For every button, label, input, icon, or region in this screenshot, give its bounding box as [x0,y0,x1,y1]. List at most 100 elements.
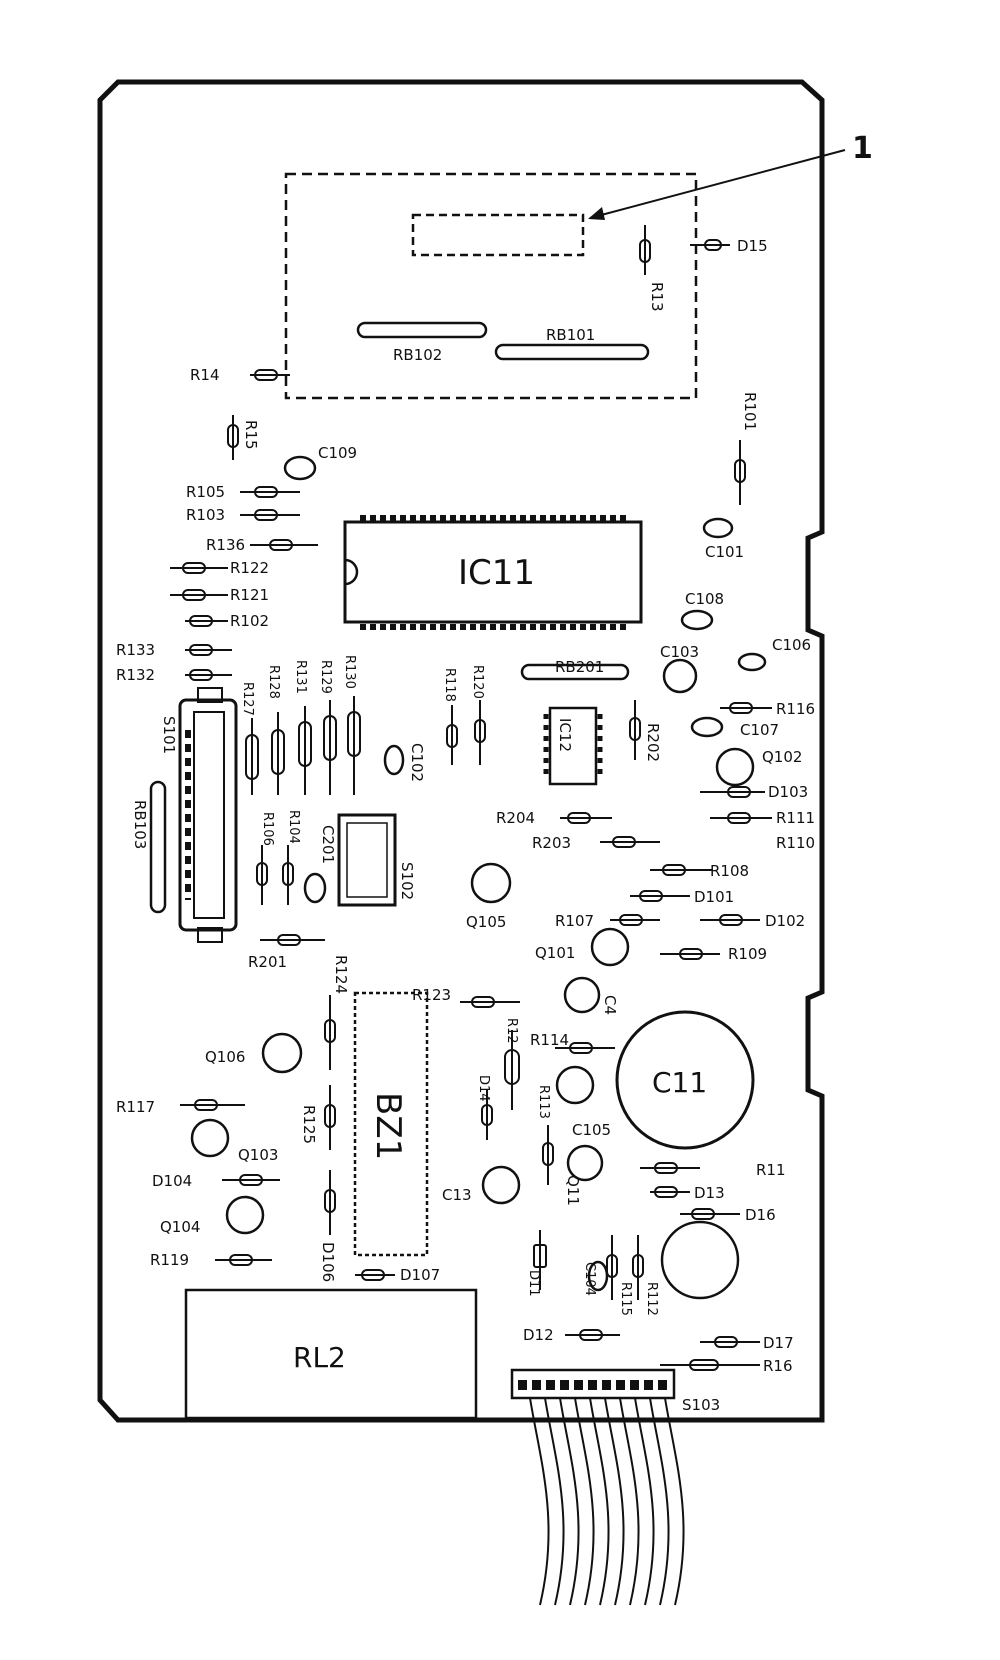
s102-inner [346,822,388,898]
label-c107: C107 [740,721,779,739]
label-r102: R102 [230,612,269,630]
label-q105: Q105 [466,913,506,931]
label-r131: R131 [293,660,308,694]
label-r115: R115 [618,1282,633,1316]
label-r125: R125 [300,1105,318,1144]
label-r124: R124 [332,955,350,994]
label-rb101: RB101 [546,326,595,344]
label-r123: R123 [412,986,451,1004]
ic12-body [548,706,598,786]
label-c4: C4 [601,995,619,1015]
bz1-body [353,991,429,1257]
rl2-body [184,1288,478,1420]
label-r116: R116 [776,700,815,718]
label-r202: R202 [644,723,662,762]
rb102-body [356,321,488,339]
label-d106: D106 [319,1242,337,1282]
label-q102: Q102 [762,748,802,766]
label-r120: R120 [470,665,485,699]
label-rb201: RB201 [555,658,604,676]
s102-body [337,813,397,907]
label-rb102: RB102 [393,346,442,364]
label-r106: R106 [260,812,275,846]
label-r15: R15 [242,420,260,450]
label-c201: C201 [319,825,337,864]
label-r11: R11 [756,1161,786,1179]
board-outline [97,79,825,1423]
callout-number: 1 [852,131,873,166]
label-r12: R12 [504,1018,519,1044]
label-r129: R129 [318,660,333,694]
label-r119: R119 [150,1251,189,1269]
label-s103: S103 [682,1396,720,1414]
label-d101: D101 [694,888,734,906]
label-q106: Q106 [205,1048,245,1066]
label-d103: D103 [768,783,808,801]
label-r203: R203 [532,834,571,852]
callout-line [589,149,846,219]
rb101-body [494,343,650,361]
s103-body [510,1368,676,1400]
rb201-body [520,663,630,681]
shield-area [284,172,698,400]
label-q11: Q11 [564,1175,582,1206]
label-r104: R104 [286,810,301,844]
label-r133: R133 [116,641,155,659]
label-r103: R103 [186,506,225,524]
axial-components-vertical [227,225,746,1300]
label-r118: R118 [442,668,457,702]
label-r14: R14 [190,366,220,384]
ic12-label: IC12 [556,718,574,752]
ic11-label: IC11 [458,553,535,593]
s101-bottom-tab [197,927,223,943]
label-d12: D12 [523,1326,554,1344]
ribbon-cable [529,1397,685,1606]
label-d17: D17 [763,1334,794,1352]
bz1-label: BZ1 [368,1092,408,1160]
label-c101: C101 [705,543,744,561]
label-d15: D15 [737,237,768,255]
label-r13: R13 [648,282,666,312]
label-r201: R201 [248,953,287,971]
s101-top-tab [197,687,223,703]
label-rb103: RB103 [131,800,149,849]
label-r16: R16 [763,1357,793,1375]
label-r113: R113 [536,1085,551,1119]
label-c105: C105 [572,1121,611,1139]
label-c104: C104 [582,1262,597,1296]
rl2-label: RL2 [293,1341,346,1374]
label-r117: R117 [116,1098,155,1116]
rb103-body [149,780,167,914]
label-r107: R107 [555,912,594,930]
label-r136: R136 [206,536,245,554]
c11-body [615,1010,755,1150]
callout-arrowhead [588,207,605,220]
label-c13: C13 [442,1186,472,1204]
label-r109: R109 [728,945,767,963]
axial-components [170,239,772,1371]
label-d14: D14 [476,1075,491,1102]
label-r112: R112 [644,1282,659,1316]
label-d13: D13 [694,1184,725,1202]
label-q103: Q103 [238,1146,278,1164]
s101-body [178,698,238,932]
label-r101: R101 [741,392,759,431]
label-c102: C102 [408,743,426,782]
label-r204: R204 [496,809,535,827]
label-r110: R110 [776,834,815,852]
label-q101: Q101 [535,944,575,962]
label-c109: C109 [318,444,357,462]
label-s102: S102 [398,862,416,900]
ic11-body [343,520,643,624]
label-s101: S101 [160,716,178,754]
label-r121: R121 [230,586,269,604]
label-c103: C103 [660,643,699,661]
label-q104: Q104 [160,1218,200,1236]
label-c108: C108 [685,590,724,608]
label-r105: R105 [186,483,225,501]
label-r114: R114 [530,1031,569,1049]
label-d102: D102 [765,912,805,930]
label-d107: D107 [400,1266,440,1284]
s101-inner [193,711,225,919]
